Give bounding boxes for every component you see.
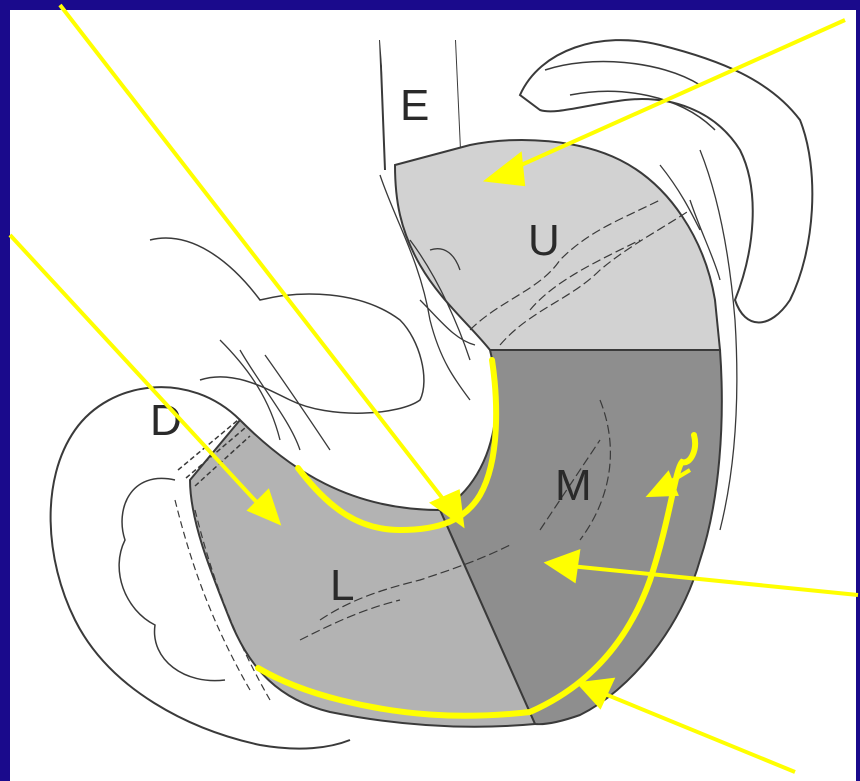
label-upper: U: [528, 216, 560, 265]
label-esophagus: E: [400, 81, 429, 130]
label-lower: L: [330, 561, 354, 610]
label-middle: M: [555, 461, 592, 510]
